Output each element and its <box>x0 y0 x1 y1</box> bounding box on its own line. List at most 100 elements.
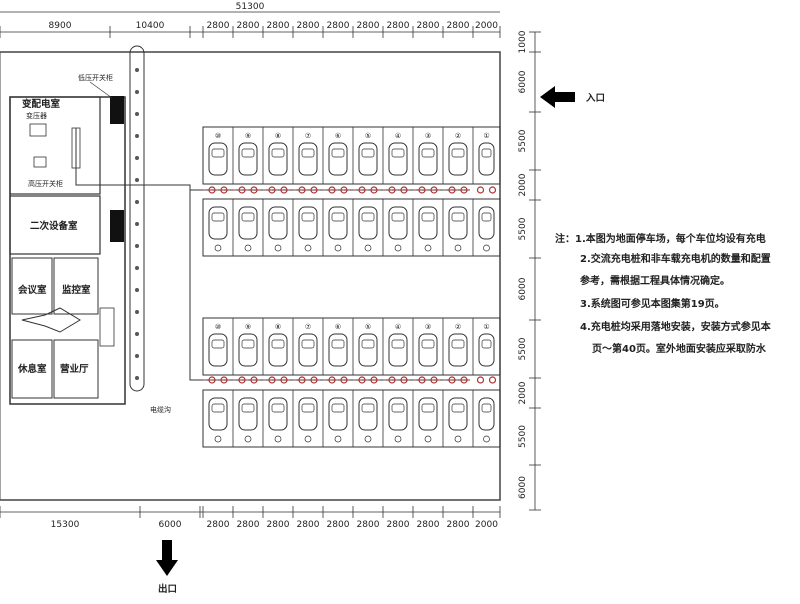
car-window-icon <box>391 403 405 413</box>
bottom-bay-dim-5: 2800 <box>357 520 380 530</box>
substation-room <box>9 96 101 195</box>
rest-room-label: 休息室 <box>17 363 47 375</box>
top-bay-dim-3: 2800 <box>297 21 320 31</box>
trench-dot <box>135 376 139 380</box>
right-dim-4: 5500 <box>518 217 528 240</box>
bay-number: ① <box>483 323 489 331</box>
car-icon <box>418 142 438 176</box>
trench-dot <box>135 288 139 292</box>
right-dim-5: 6000 <box>518 277 528 300</box>
car-icon <box>208 142 228 176</box>
car-window-icon <box>211 148 225 158</box>
bay-marker-icon <box>454 435 462 443</box>
bay-number: ③ <box>425 323 431 331</box>
car-icon <box>238 142 258 176</box>
bay-number: ⑤ <box>365 132 371 140</box>
bay-number: ⑦ <box>305 323 311 331</box>
car-window-icon <box>331 403 345 413</box>
bay-marker-icon <box>304 435 312 443</box>
car-window-icon <box>211 339 225 349</box>
car-icon <box>388 333 408 367</box>
car-window-icon <box>361 339 375 349</box>
entrance-label: 入口 <box>585 93 605 104</box>
car-window-icon <box>421 339 435 349</box>
car-icon <box>388 397 408 431</box>
car-window-icon <box>451 339 465 349</box>
car-icon <box>448 206 468 240</box>
rest-room <box>11 339 53 399</box>
right-dim-3: 2000 <box>518 173 528 196</box>
car-window-icon <box>391 339 405 349</box>
top-dim-8900: 8900 <box>49 21 72 31</box>
building-outline <box>9 96 126 405</box>
bay-number: ④ <box>395 323 401 331</box>
lv-switchgear-block <box>110 96 124 124</box>
car-icon <box>418 206 438 240</box>
right-dim-1: 6000 <box>518 70 528 93</box>
bay-marker-icon <box>244 435 252 443</box>
trench-dot <box>135 244 139 248</box>
right-dim-0: 1000 <box>518 30 528 53</box>
car-icon <box>268 206 288 240</box>
top-bay-dim-2: 2800 <box>267 21 290 31</box>
trench-dot <box>135 156 139 160</box>
cable-trench-vertical <box>129 45 145 392</box>
car-icon <box>268 397 288 431</box>
bay-marker-icon <box>364 435 372 443</box>
trench-dot <box>135 332 139 336</box>
meeting-room-label: 会议室 <box>18 284 47 296</box>
car-icon <box>238 206 258 240</box>
trench-dot <box>135 112 139 116</box>
car-icon <box>328 397 348 431</box>
car-icon <box>298 397 318 431</box>
bay-number: ⑩ <box>215 132 221 140</box>
bay-marker-icon <box>424 435 432 443</box>
top-bay-dim-4: 2800 <box>327 21 350 31</box>
bottom-bay-dim-0: 2800 <box>207 520 230 530</box>
top-bay-dim-9: 2000 <box>475 21 498 31</box>
car-icon <box>238 397 258 431</box>
secondary-equipment-block <box>110 210 124 242</box>
bay-number: ⑤ <box>365 323 371 331</box>
car-window-icon <box>241 148 255 158</box>
note-line-5: 4.充电桩均采用落地安装，安装方式参见本 <box>580 320 772 333</box>
note-line-1: 注：1.本图为地面停车场，每个车位均设有充电 <box>555 232 766 245</box>
car-window-icon <box>391 148 405 158</box>
car-icon <box>298 206 318 240</box>
bottom-bay-dim-4: 2800 <box>327 520 350 530</box>
bay-marker-icon <box>274 244 282 252</box>
bay-number: ⑧ <box>275 132 281 140</box>
car-icon <box>268 333 288 367</box>
car-window-icon <box>421 148 435 158</box>
top-bay-dim-8: 2800 <box>447 21 470 31</box>
car-icon <box>358 397 378 431</box>
lobby-corridor <box>21 307 81 333</box>
bay-number: ⑥ <box>335 323 341 331</box>
note-line-6: 页～第40页。室外地面安装应采取防水 <box>592 342 767 355</box>
parking-row-3 <box>202 389 501 448</box>
entry-steps <box>99 307 115 347</box>
top-bay-dim-6: 2800 <box>387 21 410 31</box>
car-window-icon <box>301 212 315 222</box>
car-icon <box>208 333 228 367</box>
car-icon <box>358 333 378 367</box>
trench-dot <box>135 68 139 72</box>
site-boundary <box>0 51 501 501</box>
bay-marker-icon <box>483 244 490 252</box>
top-dim-ticks <box>0 26 501 38</box>
top-bay-dim-5: 2800 <box>357 21 380 31</box>
car-window-icon <box>421 212 435 222</box>
trench-dot <box>135 266 139 270</box>
car-window-icon <box>421 403 435 413</box>
trench-dot <box>135 200 139 204</box>
trench-dot <box>135 310 139 314</box>
car-icon <box>418 333 438 367</box>
business-hall-label: 营业厅 <box>60 363 89 375</box>
cable-route-upper <box>75 128 470 191</box>
car-icon <box>478 142 495 176</box>
bottom-bay-dim-7: 2800 <box>417 520 440 530</box>
secondary-room <box>9 195 101 255</box>
